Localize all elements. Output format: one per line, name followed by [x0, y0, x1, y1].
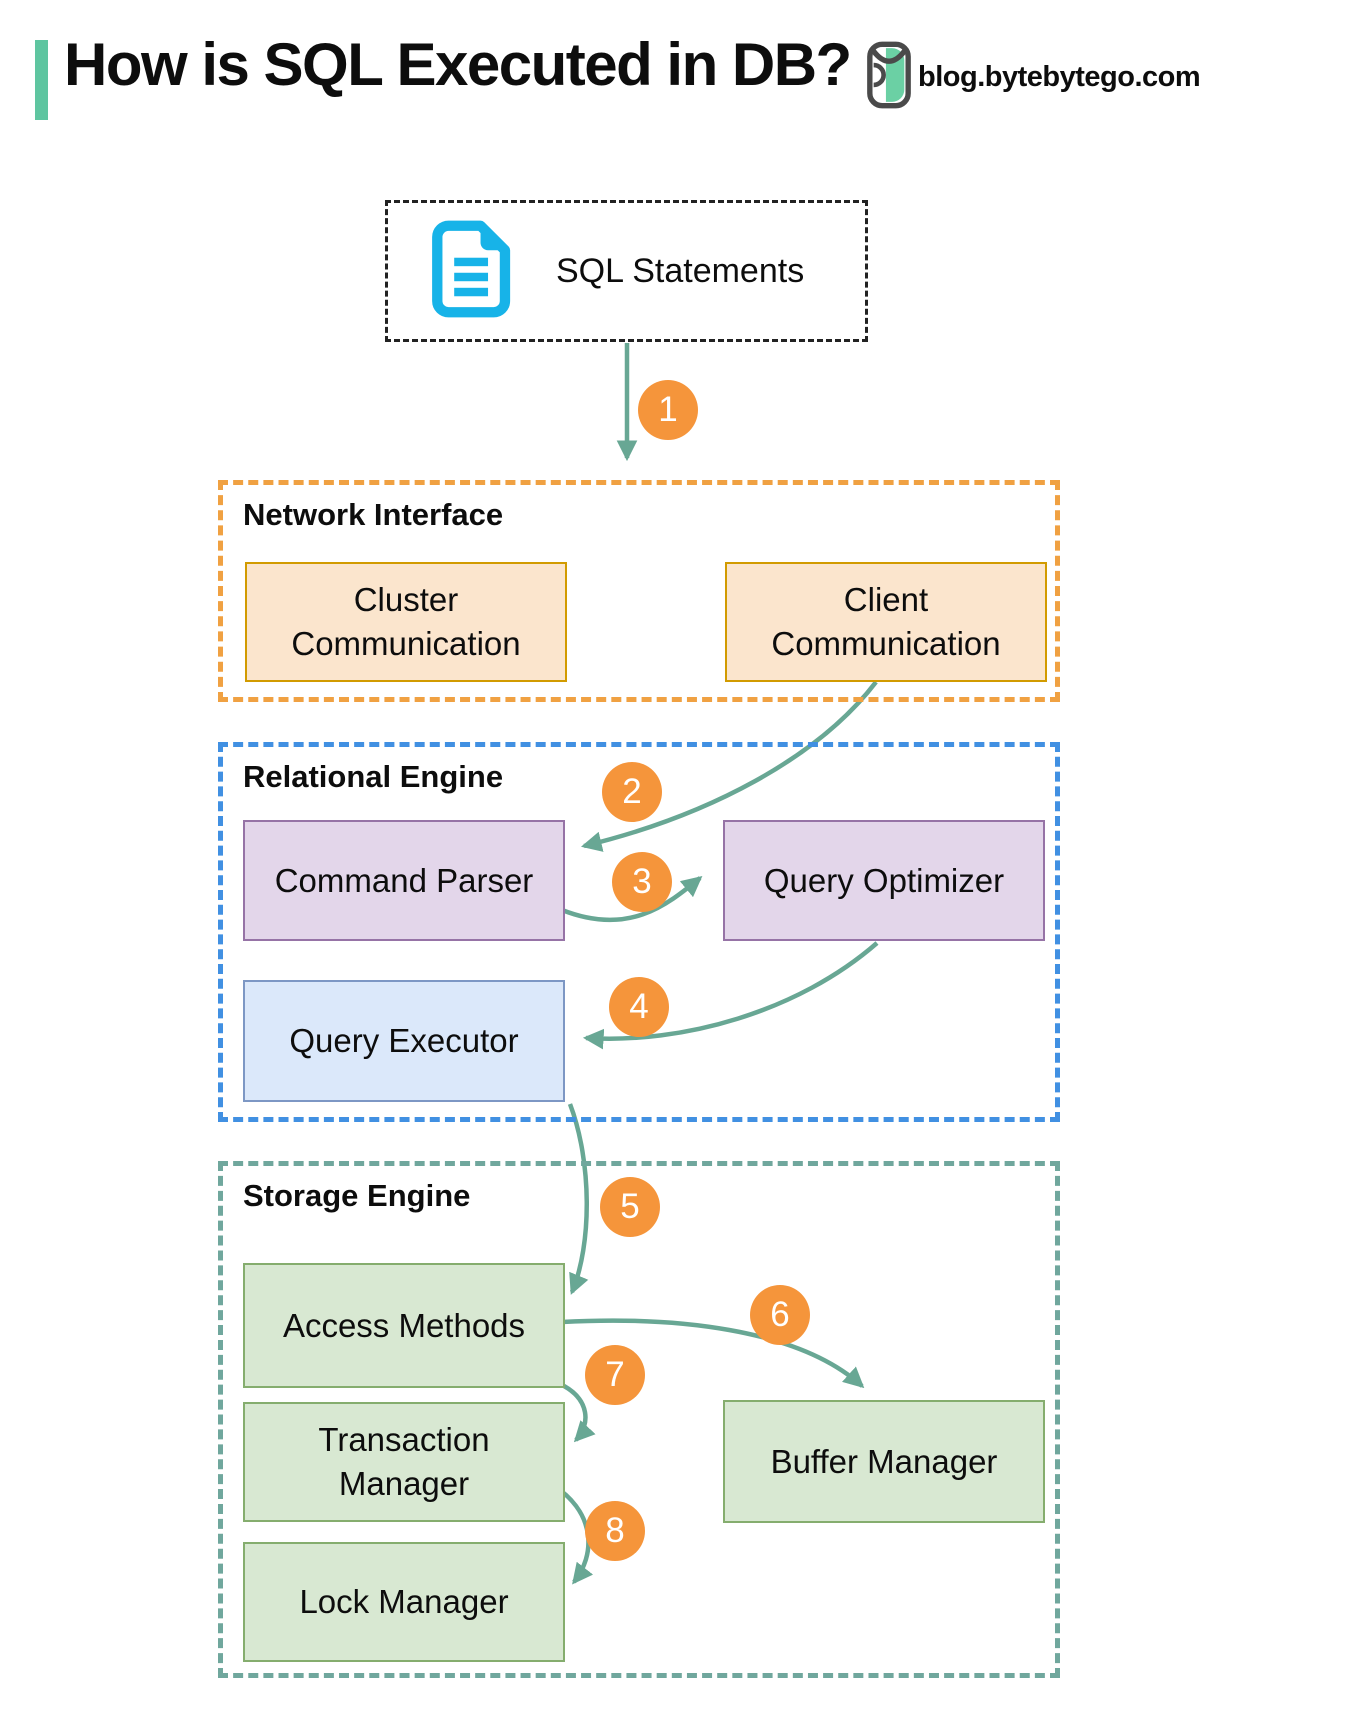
section-label-network-interface: Network Interface	[243, 497, 504, 532]
step-badge-1: 1	[638, 380, 698, 440]
section-relational-engine: Relational Engine Command Parser Query O…	[218, 742, 1060, 1122]
step-badge-3: 3	[612, 852, 672, 912]
section-network-interface: Network Interface Cluster Communication …	[218, 480, 1060, 702]
section-label-relational-engine: Relational Engine	[243, 759, 504, 794]
section-label-storage-engine: Storage Engine	[243, 1178, 471, 1213]
step-badge-4: 4	[609, 977, 669, 1037]
box-cluster-communication: Cluster Communication	[245, 562, 567, 682]
box-label-command-parser: Command Parser	[274, 861, 534, 899]
box-label-client-communication: Client Communication	[771, 581, 1001, 662]
box-buffer-manager: Buffer Manager	[723, 1400, 1045, 1523]
box-label-query-executor: Query Executor	[289, 1022, 519, 1060]
box-query-executor: Query Executor	[243, 980, 565, 1102]
page-title: How is SQL Executed in DB?	[64, 31, 852, 98]
box-lock-manager: Lock Manager	[243, 1542, 565, 1662]
box-label-query-optimizer: Query Optimizer	[763, 861, 1005, 899]
bytebytego-owl-icon	[866, 40, 912, 115]
step-badge-6: 6	[750, 1285, 810, 1345]
sql-statements-box: SQL Statements	[385, 200, 868, 342]
title-accent-bar	[35, 40, 48, 120]
step-badge-7: 7	[585, 1345, 645, 1405]
box-label-buffer-manager: Buffer Manager	[770, 1442, 998, 1480]
brand-text: blog.bytebytego.com	[918, 61, 1201, 93]
box-label-access-methods: Access Methods	[282, 1306, 526, 1344]
document-icon	[426, 220, 520, 323]
step-badge-5: 5	[600, 1177, 660, 1237]
box-query-optimizer: Query Optimizer	[723, 820, 1045, 941]
box-label-lock-manager: Lock Manager	[299, 1583, 509, 1621]
box-label-transaction-manager: Transaction Manager	[318, 1421, 490, 1502]
box-access-methods: Access Methods	[243, 1263, 565, 1388]
sql-statements-label: SQL Statements	[556, 251, 805, 290]
brand: blog.bytebytego.com	[866, 40, 1201, 115]
box-transaction-manager: Transaction Manager	[243, 1402, 565, 1522]
box-command-parser: Command Parser	[243, 820, 565, 941]
section-storage-engine: Storage Engine Access Methods Transactio…	[218, 1161, 1060, 1678]
step-badge-8: 8	[585, 1501, 645, 1561]
step-badge-2: 2	[602, 762, 662, 822]
box-label-cluster-communication: Cluster Communication	[291, 581, 521, 662]
box-client-communication: Client Communication	[725, 562, 1047, 682]
